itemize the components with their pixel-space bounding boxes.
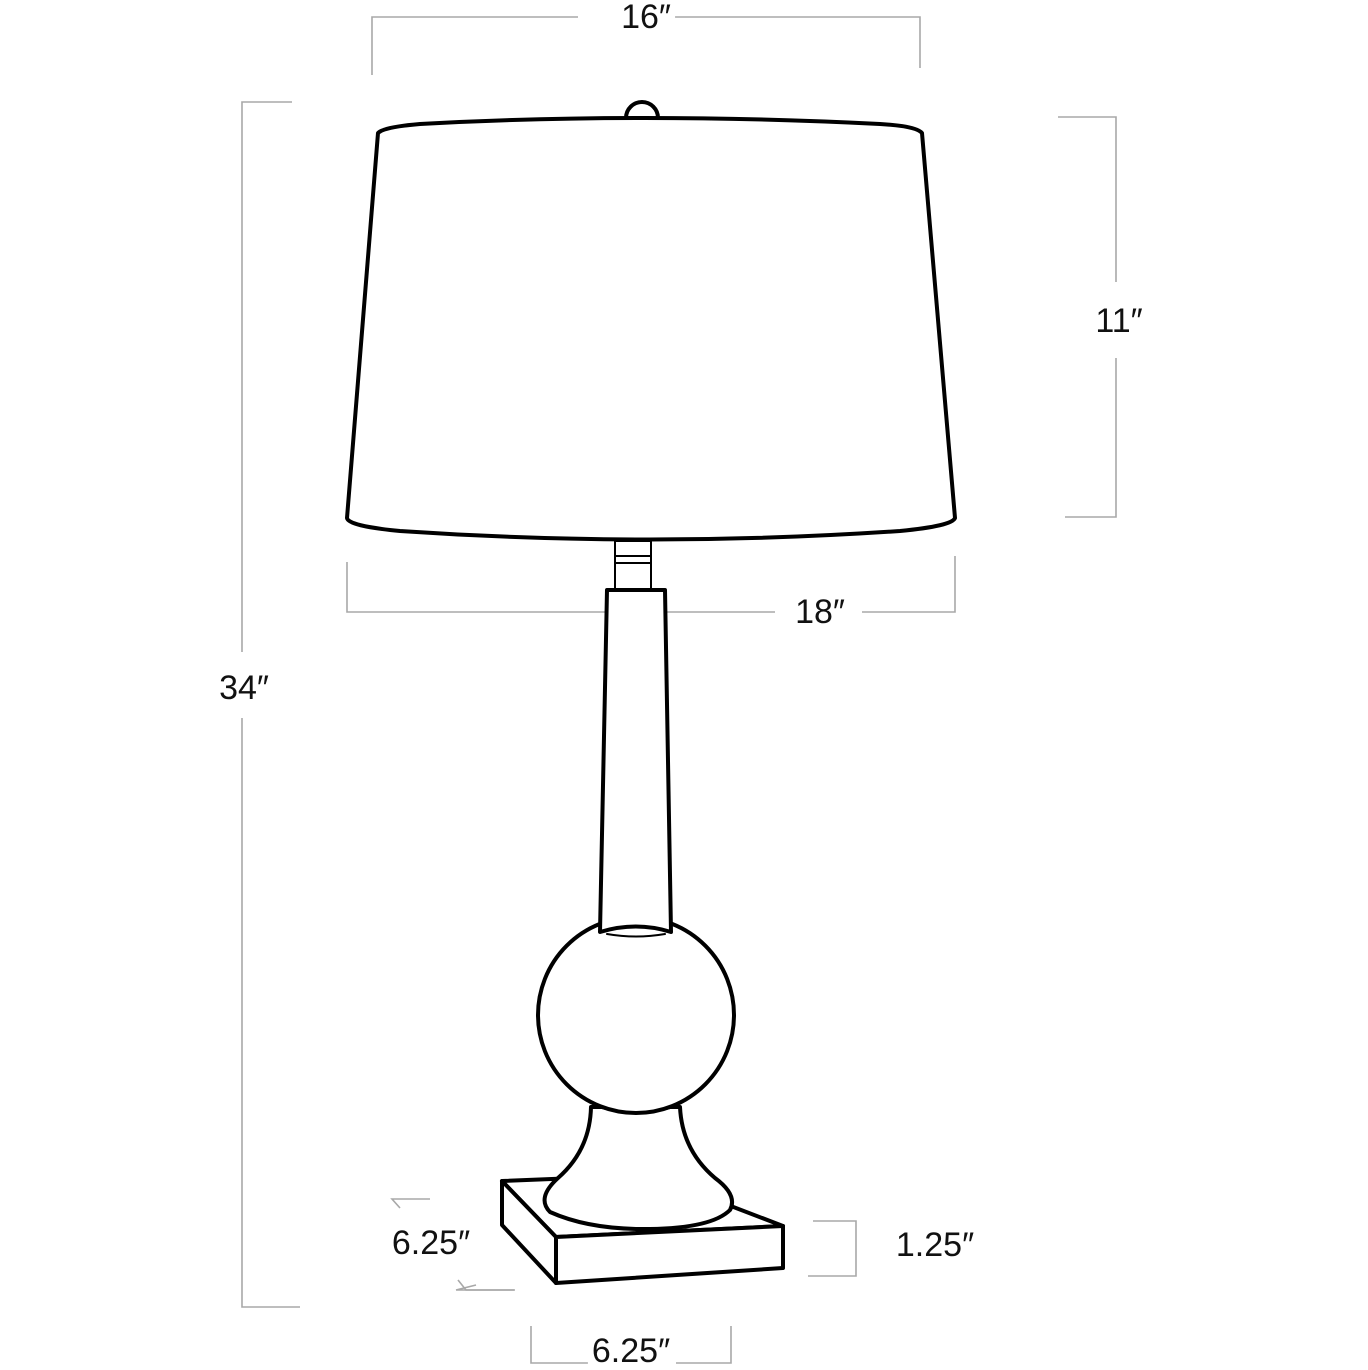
dim-base-depth-lower: [457, 1279, 515, 1291]
shade-finial: [624, 100, 660, 120]
lamp-shade: [345, 100, 957, 542]
socket-upper: [614, 540, 652, 557]
socket-ring: [614, 555, 652, 564]
label-shade-height: 11″: [1091, 304, 1147, 338]
label-shade-bottom-width: 18″: [791, 595, 849, 629]
dim-overall-height: [241, 101, 300, 1308]
label-base-depth: 6.25″: [387, 1226, 475, 1260]
lamp-body: [500, 588, 785, 1285]
label-shade-top-width: 16″: [617, 0, 675, 34]
shade-body: [345, 116, 957, 542]
dim-base-width: [530, 1326, 732, 1364]
sphere: [536, 915, 736, 1115]
label-base-width: 6.25″: [587, 1334, 675, 1368]
sphere-lower-ring: [597, 1106, 675, 1114]
sphere-upper-ring: [606, 933, 666, 938]
dim-shade-height: [1058, 116, 1117, 518]
lamp-socket: [614, 540, 652, 590]
label-overall-height: 34″: [215, 671, 273, 705]
column: [598, 588, 673, 934]
dim-shade-bottom-width: [346, 556, 956, 613]
dim-shade-top-width: [371, 16, 921, 75]
dimension-lines: [241, 16, 1117, 1364]
label-base-height: 1.25″: [891, 1228, 979, 1262]
base-front-face: [554, 1224, 785, 1285]
socket-lower: [614, 562, 652, 590]
foot-flare: [542, 1105, 735, 1232]
dim-base-height: [808, 1220, 857, 1277]
